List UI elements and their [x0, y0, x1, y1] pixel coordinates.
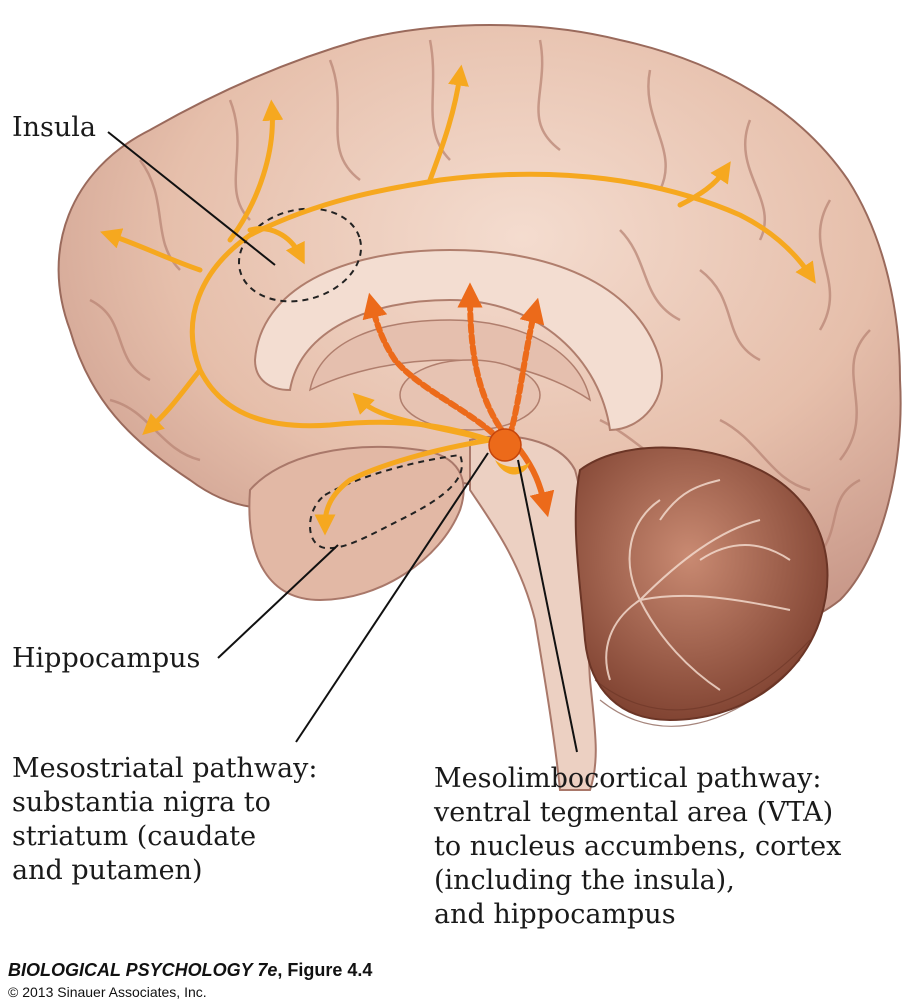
mesolimbocortical-line-2: ventral tegmental area (VTA) [434, 797, 834, 828]
caption-title: BIOLOGICAL PSYCHOLOGY 7e, Figure 4.4 [8, 958, 372, 982]
insula-outline [237, 207, 363, 303]
mesostriatal-line-2: substantia nigra to [12, 787, 271, 818]
mesolimbocortical-line-1: Mesolimbocortical pathway: [434, 763, 822, 794]
mesostriatal-pathway [362, 282, 555, 518]
mesostriatal-pathway-label: Mesostriatal pathway: substantia nigra t… [12, 752, 317, 888]
figure-caption: BIOLOGICAL PSYCHOLOGY 7e, Figure 4.4 © 2… [8, 958, 372, 1002]
mesostriatal-line-3: striatum (caudate [12, 821, 257, 852]
mesolimbocortical-line-3: to nucleus accumbens, cortex [434, 831, 842, 862]
hippocampus-label-text: Hippocampus [12, 643, 201, 674]
mesostriatal-line-4: and putamen) [12, 855, 203, 886]
mesolimbocortical-line-4: (including the insula), [434, 865, 735, 896]
caption-figure-number: , Figure 4.4 [277, 960, 373, 980]
thalamus [399, 359, 541, 431]
mesostriatal-line-1: Mesostriatal pathway: [12, 753, 318, 784]
caption-copyright: © 2013 Sinauer Associates, Inc. [8, 984, 207, 1000]
substantia-nigra-vta [488, 428, 522, 462]
vta-crescent [495, 460, 530, 475]
temporal-lobe [248, 445, 465, 602]
brainstem [469, 435, 597, 791]
mesolimbocortical-line-5: and hippocampus [434, 899, 676, 930]
caption-book-title: BIOLOGICAL PSYCHOLOGY 7e [8, 960, 278, 980]
insula-label-text: Insula [12, 112, 97, 143]
corpus-callosum [253, 248, 663, 432]
insula-label: Insula [12, 110, 96, 146]
hippocampus-label: Hippocampus [12, 641, 200, 677]
leader-lines [107, 131, 578, 753]
mesolimbocortical-pathway [100, 64, 816, 536]
cerebellum [574, 446, 829, 727]
mesolimbocortical-pathway-label: Mesolimbocortical pathway: ventral tegme… [434, 762, 841, 932]
